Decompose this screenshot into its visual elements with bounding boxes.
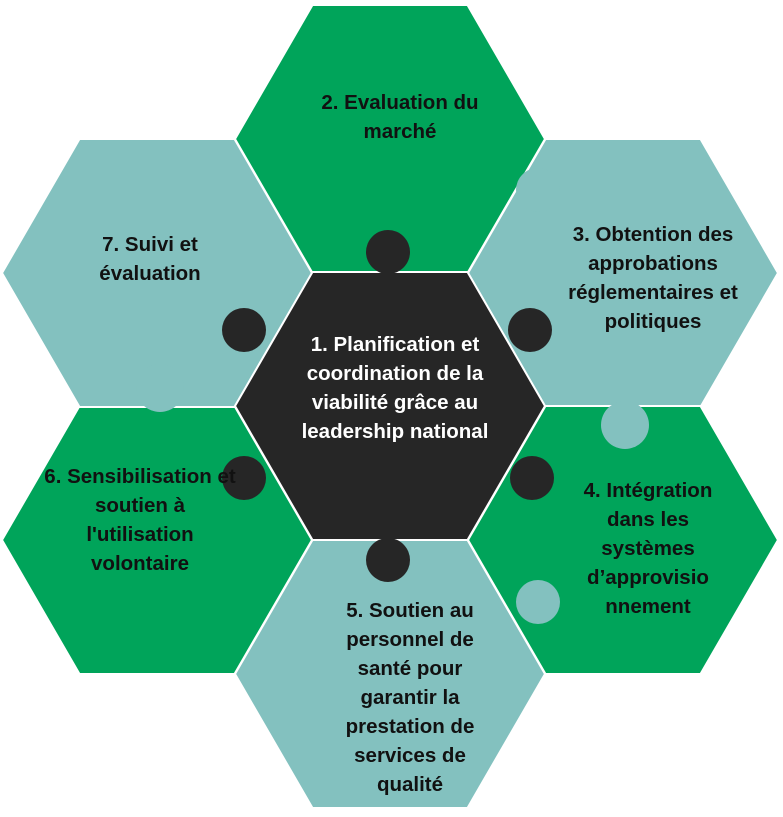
- piece-1-label: 1. Planification et coordination de la v…: [301, 333, 489, 443]
- puzzle-tab: [601, 401, 649, 449]
- puzzle-tab: [508, 308, 552, 352]
- puzzle-tab: [222, 308, 266, 352]
- puzzle-tab: [366, 230, 410, 274]
- puzzle-tab: [510, 456, 554, 500]
- puzzle-tab: [366, 538, 410, 582]
- puzzle-tab: [516, 168, 560, 212]
- puzzle-tab: [276, 170, 320, 214]
- piece-7-label: 7. Suivi et évaluation: [99, 233, 201, 285]
- puzzle-tab: [516, 580, 560, 624]
- piece-6-label: 6. Sensibilisation et soutien à l'utilis…: [44, 465, 236, 575]
- piece-2-label: 2. Evaluation du marché: [321, 91, 479, 143]
- piece-5-label: 5. Soutien au personnel de santé pour ga…: [345, 599, 475, 796]
- piece-3-label: 3. Obtention des approbations réglementa…: [568, 223, 738, 333]
- puzzle-tab: [222, 456, 266, 500]
- puzzle-tab: [136, 364, 184, 412]
- piece-4-label: 4. Intégration dans les systèmes d’appro…: [583, 479, 713, 618]
- hexagon-piece-1: [233, 271, 547, 541]
